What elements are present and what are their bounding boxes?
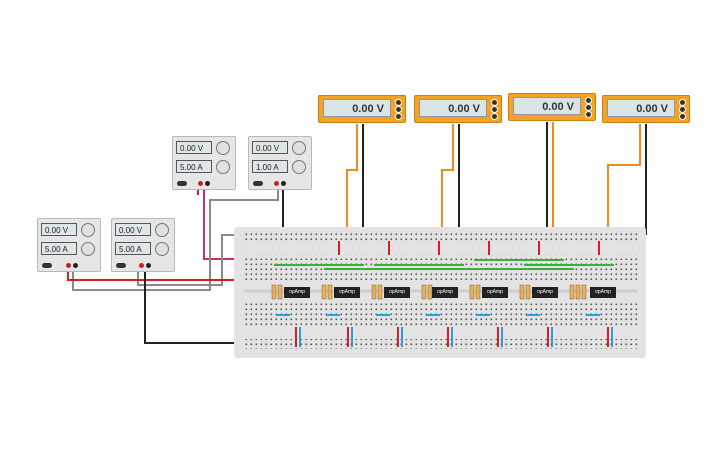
psu-3-current: 5.00 A: [41, 242, 77, 255]
opamp-chip-4[interactable]: opAmp: [432, 287, 458, 298]
psu-1-current: 5.00 A: [176, 160, 212, 173]
psu-4-current-knob-icon[interactable]: [155, 242, 169, 256]
meter-4-terminal-icon: [679, 113, 686, 120]
multimeter-1[interactable]: 0.00 V: [318, 95, 406, 123]
psu-2-voltage: 0.00 V: [252, 141, 288, 154]
meter-3-leads: [545, 122, 554, 241]
multimeter-3[interactable]: 0.00 V: [508, 93, 596, 121]
power-supply-3[interactable]: 0.00 V 5.00 A: [37, 218, 101, 272]
power-supply-1[interactable]: 0.00 V 5.00 A: [172, 136, 236, 190]
psu-4-positive-terminal-icon[interactable]: [139, 263, 144, 268]
wire-grey-psu2: [72, 187, 279, 291]
breadboard[interactable]: opAmp opAmp opAmp opAmp opAmp opAmp opAm…: [234, 227, 646, 358]
psu-2-positive-terminal-icon[interactable]: [274, 181, 279, 186]
psu-3-voltage-knob-icon[interactable]: [81, 223, 95, 237]
power-supply-2[interactable]: 0.00 V 1.00 A: [248, 136, 312, 190]
psu-4-current: 5.00 A: [115, 242, 151, 255]
meter-4-terminal-icon: [679, 106, 686, 113]
meter-2-display: 0.00 V: [419, 99, 487, 117]
opamp-chip-5[interactable]: opAmp: [482, 287, 508, 298]
meter-3-terminal-icon: [585, 97, 592, 104]
psu-3-positive-terminal-icon[interactable]: [66, 263, 71, 268]
psu-4-negative-terminal-icon[interactable]: [146, 263, 151, 268]
psu-3-negative-terminal-icon[interactable]: [73, 263, 78, 268]
multimeter-4[interactable]: 0.00 V: [602, 95, 690, 123]
psu-3-power-switch[interactable]: [42, 263, 52, 268]
meter-1-terminal-icon: [395, 113, 402, 120]
opamp-chip-3[interactable]: opAmp: [384, 287, 410, 298]
meter-1-display: 0.00 V: [323, 99, 391, 117]
opamp-chip-1[interactable]: opAmp: [284, 287, 310, 298]
meter-1-terminal-icon: [395, 106, 402, 113]
meter-2-terminal-icon: [491, 113, 498, 120]
psu-4-power-switch[interactable]: [116, 263, 126, 268]
psu-1-power-switch[interactable]: [177, 181, 187, 186]
opamp-chip-7[interactable]: opAmp: [590, 287, 616, 298]
psu-1-current-knob-icon[interactable]: [216, 160, 230, 174]
psu-4-voltage: 0.00 V: [115, 223, 151, 236]
psu-1-positive-terminal-icon[interactable]: [198, 181, 203, 186]
psu-2-negative-terminal-icon[interactable]: [281, 181, 286, 186]
meter-2-leads: [441, 124, 460, 240]
meter-2-terminal-icon: [491, 99, 498, 106]
psu-2-current-knob-icon[interactable]: [292, 160, 306, 174]
psu-1-voltage-knob-icon[interactable]: [216, 141, 230, 155]
meter-4-terminal-icon: [679, 99, 686, 106]
wire-black-psu4: [144, 268, 262, 344]
breadboard-jumpers: [271, 241, 614, 347]
psu-2-voltage-knob-icon[interactable]: [292, 141, 306, 155]
opamp-chip-6[interactable]: opAmp: [532, 287, 558, 298]
opamp-chip-2[interactable]: opAmp: [334, 287, 360, 298]
psu-2-power-switch[interactable]: [253, 181, 263, 186]
meter-3-terminal-icon: [585, 104, 592, 111]
meter-4-display: 0.00 V: [607, 99, 675, 117]
psu-3-voltage: 0.00 V: [41, 223, 77, 236]
psu-4-voltage-knob-icon[interactable]: [155, 223, 169, 237]
meter-1-terminal-icon: [395, 99, 402, 106]
power-supply-4[interactable]: 0.00 V 5.00 A: [111, 218, 175, 272]
psu-3-current-knob-icon[interactable]: [81, 242, 95, 256]
meter-3-display: 0.00 V: [513, 97, 581, 115]
psu-1-voltage: 0.00 V: [176, 141, 212, 154]
psu-2-current: 1.00 A: [252, 160, 288, 173]
meter-3-terminal-icon: [585, 111, 592, 118]
meter-1-leads: [346, 124, 364, 240]
multimeter-2[interactable]: 0.00 V: [414, 95, 502, 123]
meter-2-terminal-icon: [491, 106, 498, 113]
psu-1-negative-terminal-icon[interactable]: [205, 181, 210, 186]
